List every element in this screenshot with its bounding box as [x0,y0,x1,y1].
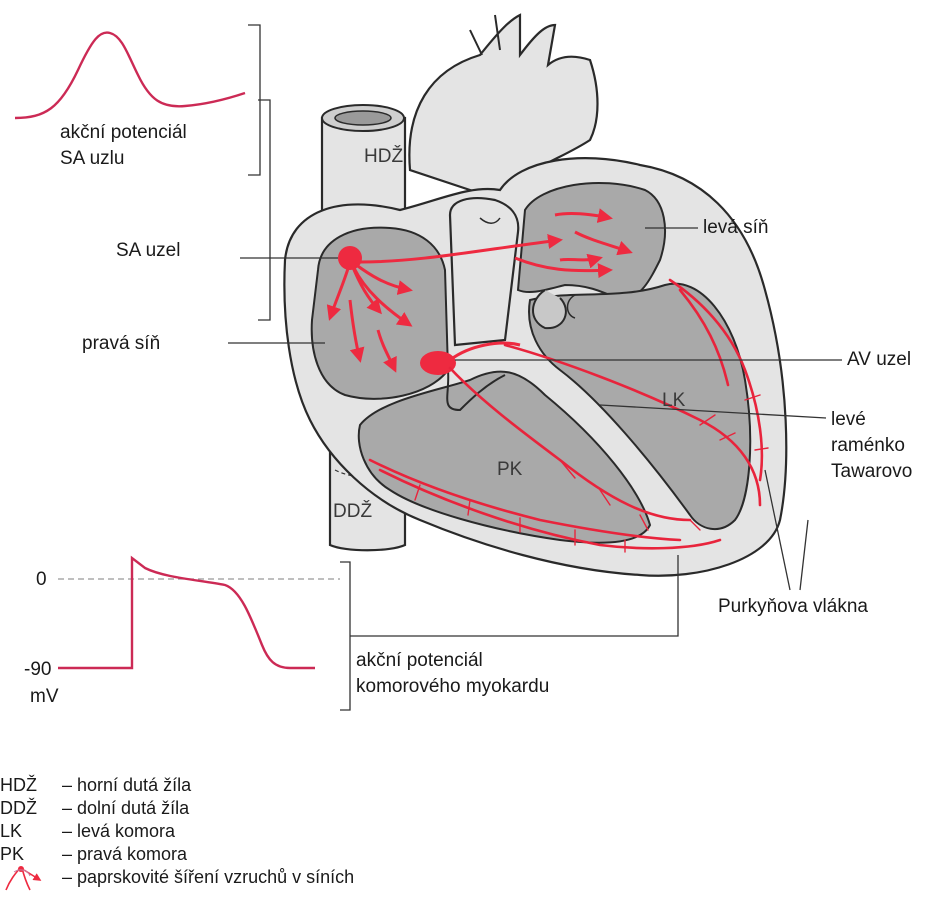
right-atrium-label: pravá síň [82,333,160,354]
sa-ap-label-line1: akční potenciál [60,122,187,143]
axis-minus90-label: -90 [24,659,51,680]
legend-abbr-ddz: DDŽ [0,798,37,818]
legend: HDŽ – horní dutá žíla DDŽ – dolní dutá ž… [0,775,354,890]
ventricular-ap-curve [58,558,315,668]
ddz-label: DDŽ [333,500,372,522]
radiating-arrow-icon [6,866,40,890]
legend-text-lk: – levá komora [62,821,176,841]
legend-text-ddz: – dolní dutá žíla [62,798,190,818]
legend-abbr-pk: PK [0,844,24,864]
sa-action-potential-curve [15,32,245,118]
left-bundle-label-2: raménko [831,435,905,456]
purkinje-label: Purkyňova vlákna [718,596,868,617]
hdz-label: HDŽ [364,145,403,167]
axis-zero-label: 0 [36,569,47,590]
av-node-label: AV uzel [847,349,911,370]
pk-label: PK [497,459,523,480]
legend-text-hdz: – horní dutá žíla [62,775,192,795]
lk-label: LK [662,390,686,411]
sa-node-label: SA uzel [116,240,180,261]
left-bundle-label-1: levé [831,409,866,430]
pulmonary-trunk [450,198,518,345]
left-bundle-label-3: Tawarovo [831,461,912,482]
ventricular-ap-label-1: akční potenciál [356,650,483,671]
legend-abbr-lk: LK [0,821,22,841]
legend-text-radiating: – paprskovité šíření vzruchů v síních [62,867,354,887]
legend-abbr-hdz: HDŽ [0,775,37,795]
ventricular-ap-label-2: komorového myokardu [356,676,549,697]
legend-text-pk: – pravá komora [62,844,188,864]
heart-illustration [284,15,786,576]
av-node-marker [420,351,456,375]
sa-ap-label-line2: SA uzlu [60,148,124,169]
ventricular-ap-bracket [340,562,350,710]
left-atrium-label: levá síň [703,217,768,238]
axis-unit-label: mV [30,686,59,707]
